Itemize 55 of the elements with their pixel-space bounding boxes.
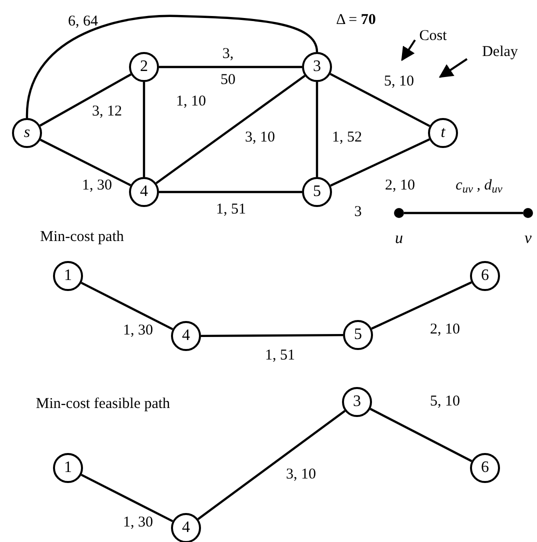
edge-label: 5, 10 — [384, 72, 414, 92]
vertex-label: 2 — [140, 59, 148, 75]
edge-line — [201, 334, 343, 338]
edge-line — [371, 281, 472, 330]
vertex-label: 3 — [353, 394, 361, 410]
vertex-name: u — [395, 231, 403, 247]
edge-label: 1, 51 — [265, 346, 295, 366]
edge-label: 2, 10 — [385, 176, 415, 196]
edge-label: 3, 50 — [220, 45, 236, 90]
text-label: Min-cost path — [40, 228, 124, 247]
vertex-label: 5 — [354, 327, 362, 343]
edge-label: 1, 51 — [216, 200, 246, 220]
edge-label: 3, 10 — [286, 466, 316, 484]
text-label: 3 — [354, 202, 362, 222]
text-label: Delay — [482, 42, 518, 62]
vertex-label: 4 — [140, 184, 148, 200]
edge-label: 3, 10 — [245, 128, 275, 148]
edge-label: 1, 10 — [176, 92, 206, 112]
vertex-label: 3 — [313, 59, 321, 75]
edge-line — [404, 212, 523, 214]
edge-label: 2, 10 — [430, 320, 460, 340]
text-label: Δ = 70 — [336, 10, 376, 30]
edge-label: 5, 10 — [430, 392, 460, 412]
vertex-label: 4 — [182, 520, 190, 536]
vertex-label: 5 — [313, 184, 321, 200]
vertex-name: v — [524, 231, 532, 247]
text-label: Min-cost feasible path — [36, 394, 170, 414]
vertex-label: 6 — [481, 460, 489, 476]
edge-line — [370, 408, 472, 462]
edge-line — [159, 66, 302, 68]
vertex-label: s — [24, 125, 30, 141]
vertex-label: t — [440, 125, 446, 141]
vertex-label: 4 — [182, 328, 190, 344]
edge-label: c$_{uv}$ , d$_{uv}$ — [456, 176, 502, 196]
edge-line — [26, 14, 318, 118]
vertex-label: 1 — [64, 460, 72, 476]
edge-line — [80, 282, 174, 330]
edge-line — [80, 474, 174, 522]
vertex-label: 6 — [481, 268, 489, 284]
edge-label: 3, 12 — [92, 102, 122, 122]
text-label: Cost — [419, 26, 447, 46]
edge-line — [159, 190, 302, 194]
edge-line — [197, 410, 346, 520]
edge-line — [142, 82, 146, 177]
edge-label: 6, 64 — [68, 12, 98, 32]
edge-line — [316, 82, 318, 177]
edge-label: 1, 30 — [123, 514, 153, 532]
edge-line — [40, 73, 132, 127]
edge-label: 1, 30 — [123, 322, 153, 340]
edge-line — [156, 74, 306, 184]
edge-line — [330, 138, 430, 187]
edge-label: 1, 52 — [332, 128, 362, 148]
edge-line — [330, 72, 430, 128]
edge-label: 1, 30 — [82, 176, 112, 196]
vertex-label: 1 — [64, 268, 72, 284]
